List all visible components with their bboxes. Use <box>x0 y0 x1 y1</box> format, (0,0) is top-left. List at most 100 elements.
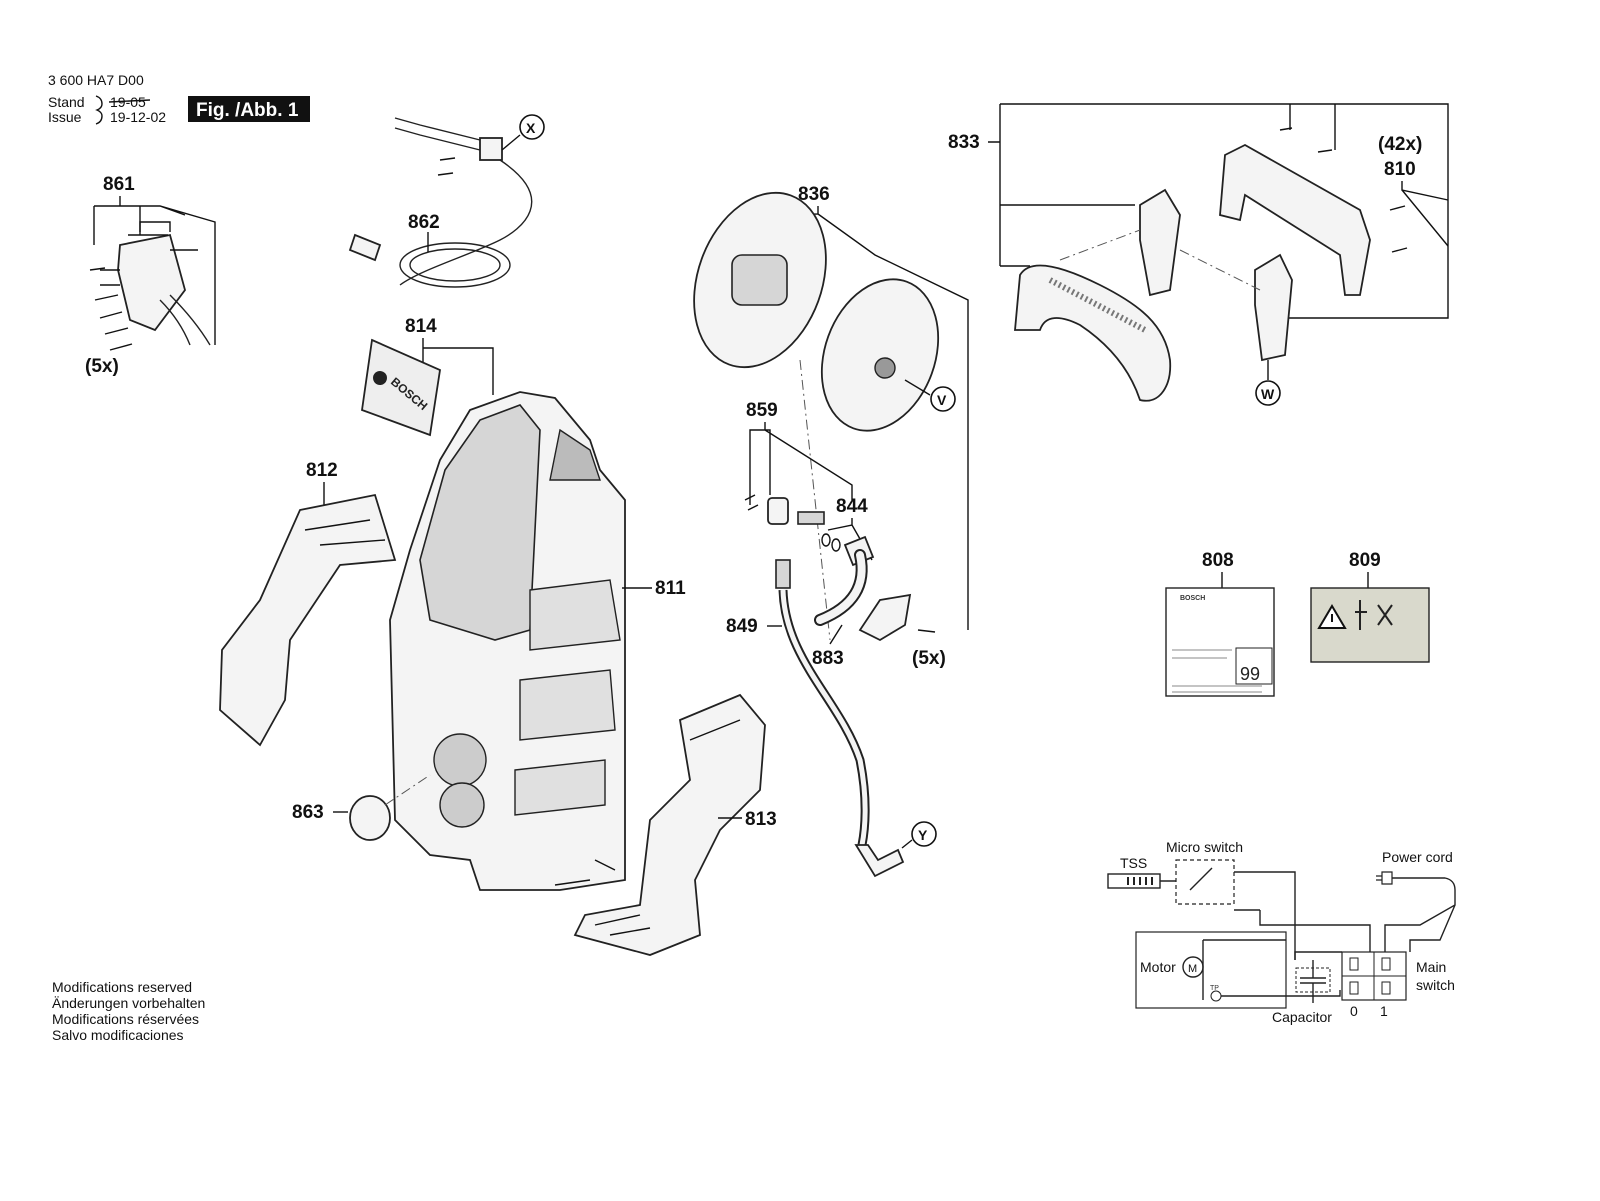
screw-862a <box>439 157 456 161</box>
rating-plate-value: 99 <box>1240 664 1260 684</box>
part-861-wires <box>159 294 211 346</box>
screw-833b <box>1317 149 1333 153</box>
part-814-group: 814 BOSCH <box>361 316 494 437</box>
o-ring-1 <box>821 533 831 547</box>
leader-x <box>501 134 521 151</box>
part-812-ribs <box>304 519 386 546</box>
wiring-pos-0: 0 <box>1350 1003 1358 1019</box>
housing-top-vent <box>549 428 601 481</box>
fig-badge <box>188 96 310 122</box>
part-813-ribs <box>594 719 741 936</box>
handle-post-1 <box>1139 188 1181 297</box>
motor-box <box>1135 931 1287 1009</box>
part-810-group: (42x) 810 <box>1378 134 1449 253</box>
label-859: 859 <box>746 400 778 421</box>
hose-849-inner <box>780 589 868 846</box>
power-plug <box>348 233 382 262</box>
switch-contact-1 <box>1349 957 1359 971</box>
part-861-group: 861 (5x) <box>85 174 216 377</box>
part-812-group: 812 <box>219 460 397 747</box>
cord-main <box>399 159 533 286</box>
callout-w: W <box>1261 386 1275 402</box>
part-849-group: 849 Y <box>726 559 937 878</box>
handle-post-2 <box>1254 253 1293 362</box>
hose-849 <box>778 589 870 846</box>
pipe-883-inner <box>816 551 866 624</box>
reel-drum <box>731 254 788 306</box>
label-813: 813 <box>745 809 777 830</box>
hose-end-849 <box>854 844 905 878</box>
screw-883 <box>917 629 936 633</box>
part-883-group: 883 (5x) <box>812 549 946 669</box>
rating-plate-box <box>1235 647 1273 685</box>
qty-810: (42x) <box>1378 134 1422 155</box>
part-812 <box>219 493 397 747</box>
cord-coil <box>399 242 511 288</box>
leader-859 <box>749 422 853 505</box>
leader-861 <box>93 196 216 345</box>
callout-x: X <box>526 120 536 136</box>
callout-v: V <box>937 392 947 408</box>
pins-813 <box>554 859 616 886</box>
fig-label: Fig. /Abb. 1 <box>196 100 299 121</box>
qty-883: (5x) <box>912 648 946 669</box>
label-814: 814 <box>405 316 437 337</box>
issue-date: 19-12-02 <box>110 109 166 125</box>
cord-coil-inner <box>409 248 501 282</box>
switch-contact-3 <box>1349 981 1359 995</box>
part-833-group: 833 W <box>948 103 1449 406</box>
wiring-tss: TSS <box>1120 855 1147 871</box>
wiring-capacitor: Capacitor <box>1272 1009 1332 1025</box>
screw-810a <box>1389 205 1406 211</box>
switch-contact-2 <box>1381 957 1391 971</box>
callout-v-circle <box>930 386 956 412</box>
bosch-logo-icon <box>373 371 387 385</box>
micro-switch-box <box>1175 859 1235 905</box>
part-813 <box>573 693 766 956</box>
part-863-group: 863 <box>292 774 431 841</box>
label-836: 836 <box>798 184 830 205</box>
rating-plate-lines <box>1172 649 1262 693</box>
tss-coil <box>1127 877 1153 885</box>
part-862-group: X 862 <box>348 114 545 288</box>
header: 3 600 HA7 D00 Stand Issue 19-05 19-12-02… <box>48 72 310 125</box>
part-811-group: 811 <box>389 391 686 891</box>
tp-circle <box>1210 990 1222 1002</box>
label-811: 811 <box>655 578 686 599</box>
part-863 <box>349 795 391 841</box>
wiring-power-cord: Power cord <box>1382 849 1453 865</box>
callout-y: Y <box>918 827 928 843</box>
part-813-group: 813 <box>554 693 777 956</box>
wires-motor <box>1202 939 1341 1000</box>
callout-w-circle <box>1255 380 1281 406</box>
note-fr: Modifications réservées <box>52 1011 199 1027</box>
strike-line <box>108 99 151 103</box>
label-809: 809 <box>1349 550 1381 571</box>
part-814 <box>361 338 441 437</box>
housing-grille-3 <box>514 759 606 816</box>
o-ring-2 <box>831 538 841 552</box>
screw-810b <box>1391 247 1408 253</box>
screw-862b <box>437 172 454 176</box>
warning-symbols-icon <box>1355 600 1393 630</box>
part-number: 3 600 HA7 D00 <box>48 72 144 88</box>
bracket <box>95 95 103 125</box>
capacitor-symbol <box>1300 960 1326 1003</box>
wiring-main: Main <box>1416 959 1446 975</box>
label-812: 812 <box>306 460 338 481</box>
note-en: Modifications reserved <box>52 979 192 995</box>
label-808: 808 <box>1202 550 1234 571</box>
housing-grille-2 <box>519 669 616 741</box>
part-861 <box>117 233 186 332</box>
screws-861 <box>89 267 133 351</box>
wiring-switch: switch <box>1416 977 1455 993</box>
label-810: 810 <box>1384 159 1416 180</box>
rating-plate <box>1165 587 1275 697</box>
axis-833 <box>1059 229 1261 291</box>
axis-863 <box>384 774 431 806</box>
reel-front <box>820 278 940 432</box>
handle-grip <box>1014 264 1172 402</box>
label-862: 862 <box>408 212 440 233</box>
hose-coupling-849 <box>775 559 791 589</box>
